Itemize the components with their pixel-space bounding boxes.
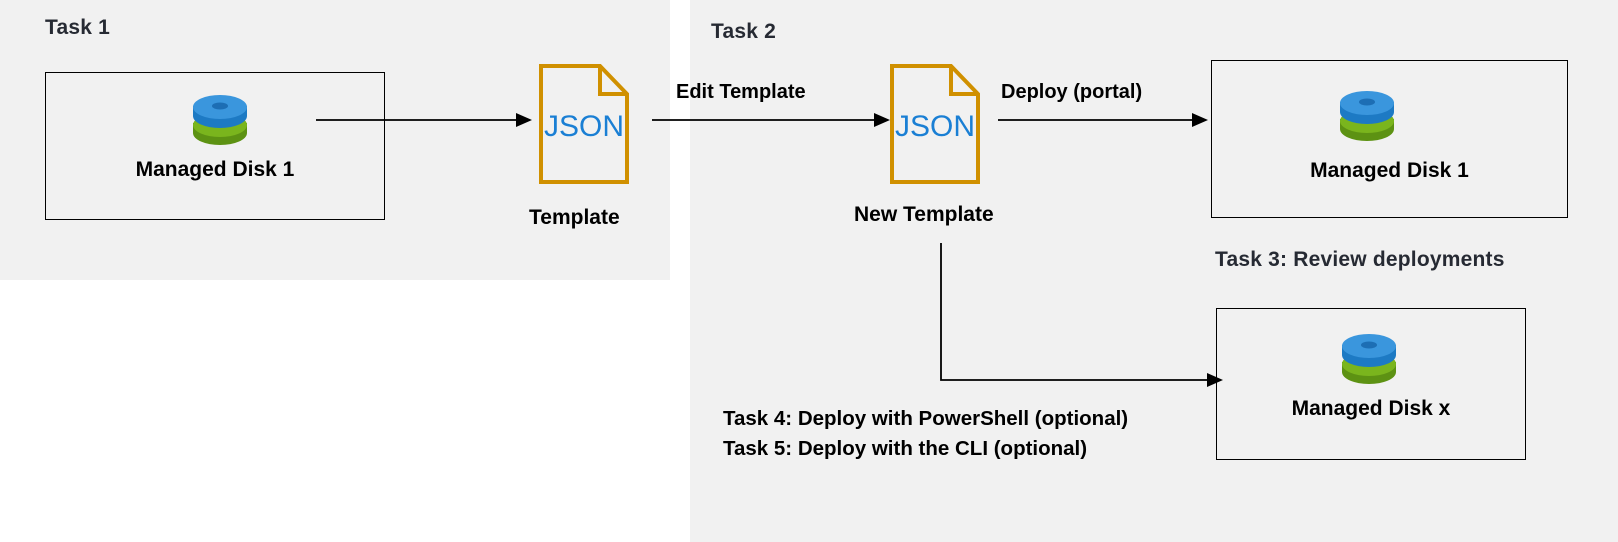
managed-disk-source-box bbox=[45, 72, 385, 220]
managed-disk-x-caption: Managed Disk x bbox=[1291, 397, 1451, 420]
task3-label: Task 3: Review deployments bbox=[1215, 248, 1505, 271]
optional-tasks-block: Task 4: Deploy with PowerShell (optional… bbox=[723, 404, 1128, 464]
template-caption: Template bbox=[529, 206, 620, 229]
task1-label: Task 1 bbox=[45, 16, 111, 39]
deploy-portal-arrow-label: Deploy (portal) bbox=[1001, 81, 1143, 103]
json-document-icon: JSON bbox=[890, 64, 980, 184]
json-document-text: JSON bbox=[895, 110, 975, 143]
managed-disk-icon bbox=[1342, 334, 1396, 384]
deploy-scripted-arrow bbox=[940, 243, 1223, 387]
task2-panel bbox=[690, 0, 1618, 542]
edit-template-arrow-label: Edit Template bbox=[676, 81, 806, 103]
export-template-arrow bbox=[316, 113, 532, 127]
managed-disk-source-caption: Managed Disk 1 bbox=[135, 158, 295, 181]
task2-label: Task 2 bbox=[711, 20, 777, 43]
managed-disk-x-box bbox=[1216, 308, 1526, 460]
new-template-caption: New Template bbox=[854, 203, 994, 226]
task5-label: Task 5: Deploy with the CLI (optional) bbox=[723, 437, 1088, 460]
task4-label: Task 4: Deploy with PowerShell (optional… bbox=[723, 407, 1129, 430]
managed-disk-portal-box bbox=[1211, 60, 1568, 218]
edit-template-arrow bbox=[652, 113, 890, 127]
managed-disk-icon bbox=[193, 95, 247, 145]
deploy-portal-arrow bbox=[998, 113, 1208, 127]
task1-panel bbox=[0, 0, 670, 280]
managed-disk-icon bbox=[1340, 91, 1394, 141]
json-document-icon: JSON bbox=[539, 64, 629, 184]
json-document-text: JSON bbox=[544, 110, 624, 143]
managed-disk-portal-caption: Managed Disk 1 bbox=[1310, 159, 1469, 182]
